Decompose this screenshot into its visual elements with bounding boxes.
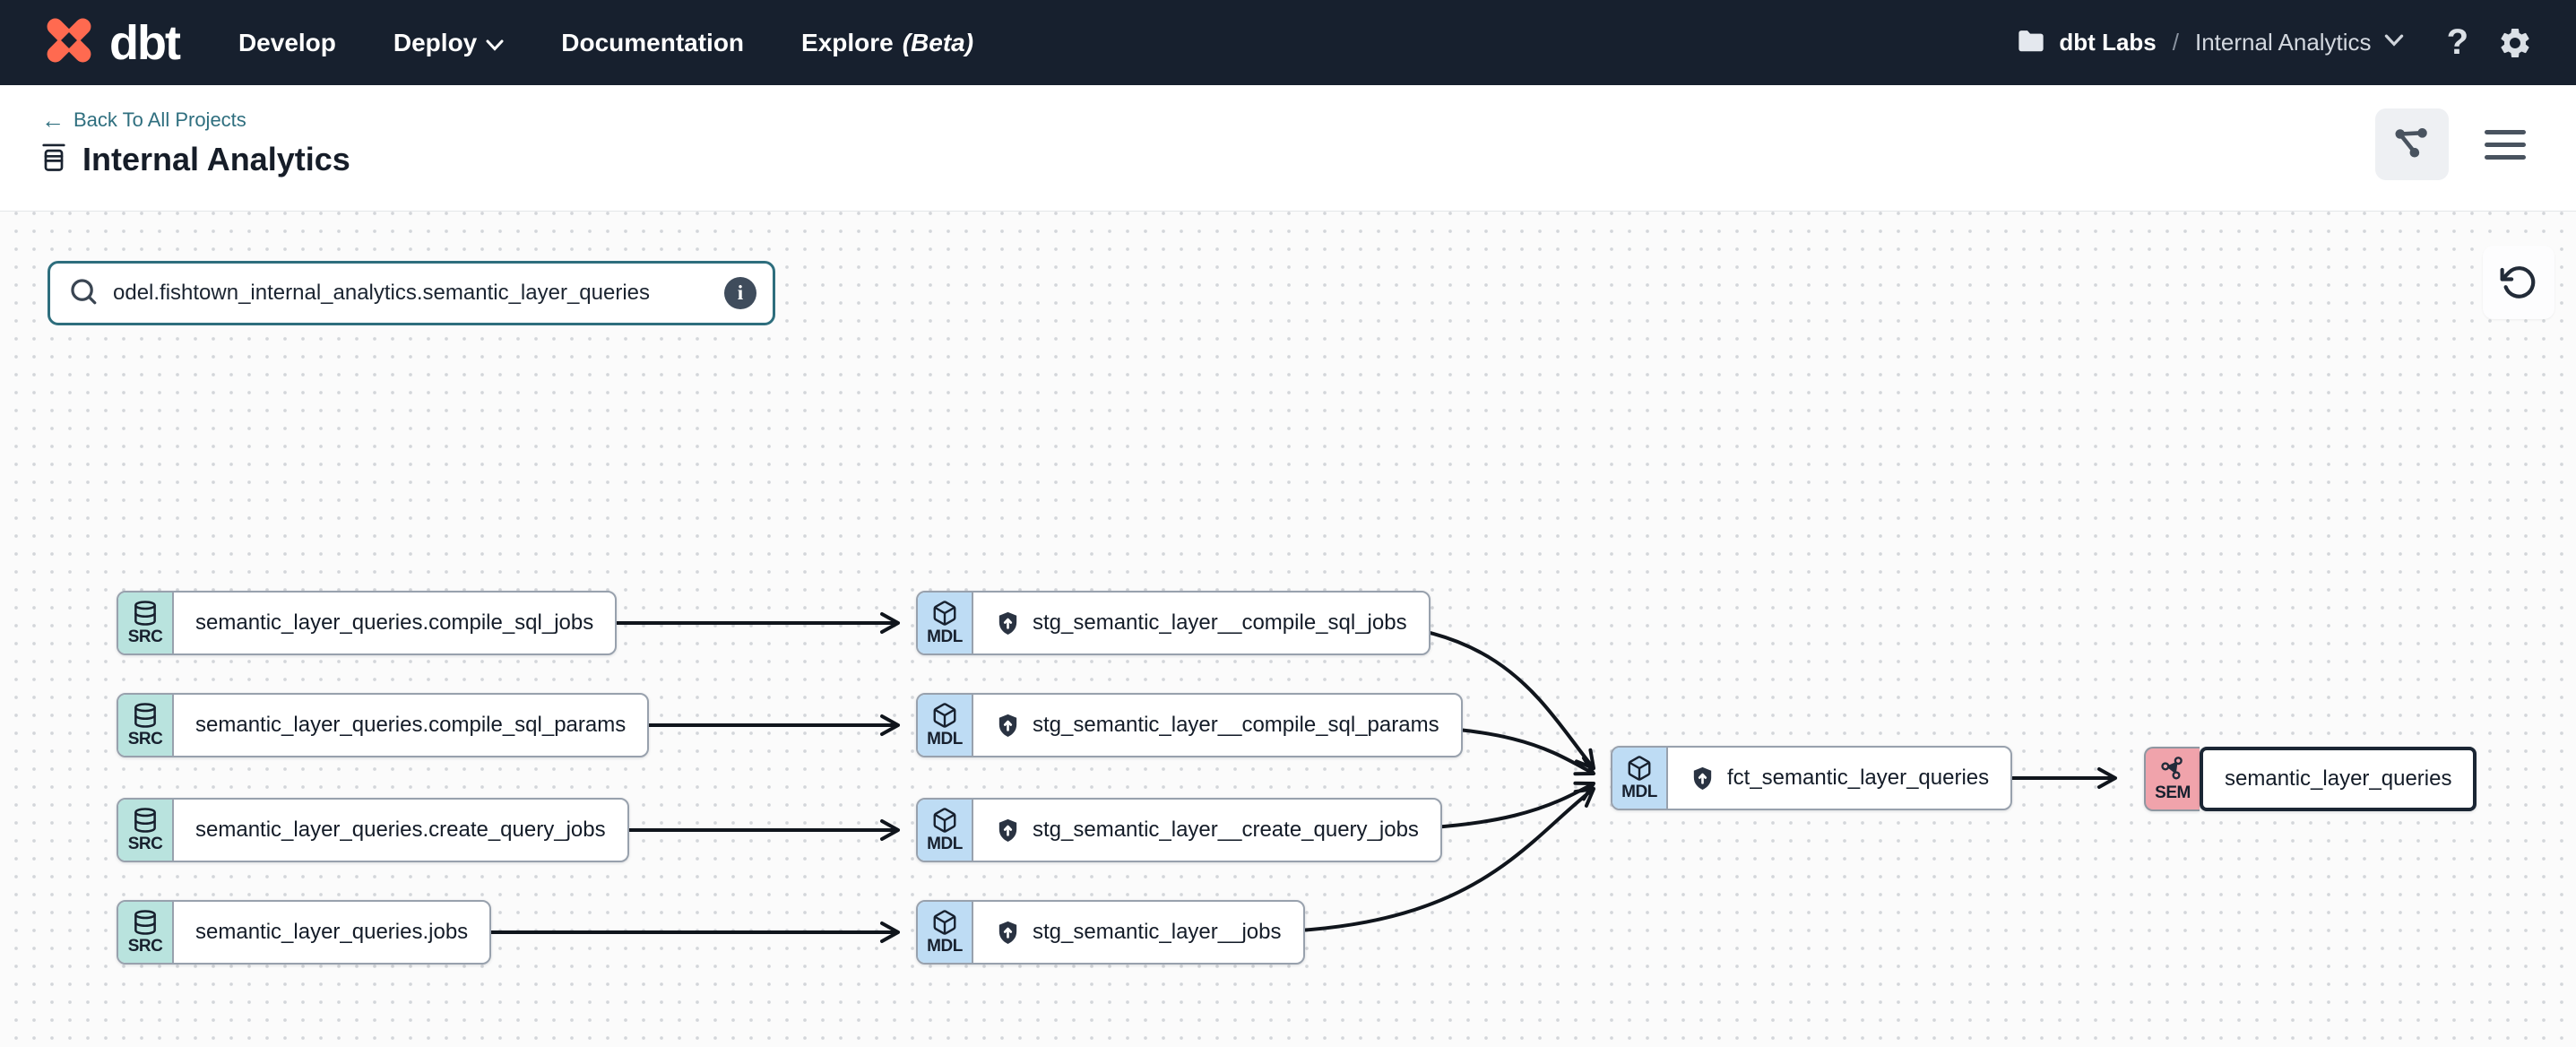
page-title: Internal Analytics [82, 141, 350, 177]
shield-icon [1690, 766, 1716, 792]
nav-item-deploy[interactable]: Deploy [393, 29, 504, 57]
lineage-node-source[interactable]: SRC semantic_layer_queries.compile_sql_j… [117, 591, 618, 655]
src-badge: SRC [118, 800, 174, 861]
project-name: Internal Analytics [2195, 29, 2372, 56]
top-nav: dbt Develop Deploy Documentation Explore… [0, 0, 2576, 85]
rotate-ccw-icon [2500, 266, 2536, 299]
shield-icon [995, 610, 1021, 636]
database-icon [134, 807, 156, 833]
gear-icon[interactable] [2497, 25, 2533, 61]
nav-item-documentation[interactable]: Documentation [561, 28, 745, 56]
sem-badge: SEM [2144, 747, 2200, 811]
lineage-node-model[interactable]: MDL stg_semantic_layer__compile_sql_para… [916, 693, 1463, 757]
page-header: ← Back To All Projects Internal Analytic… [0, 85, 2576, 212]
title-row: Internal Analytics [39, 141, 350, 178]
mdl-badge: MDL [918, 593, 973, 653]
shield-icon [995, 920, 1021, 946]
lineage-node-source[interactable]: SRC semantic_layer_queries.create_query_… [117, 798, 629, 862]
node-label: stg_semantic_layer__create_query_jobs [1033, 818, 1419, 842]
shield-icon [995, 818, 1021, 844]
lineage-node-source[interactable]: SRC semantic_layer_queries.compile_sql_p… [117, 693, 650, 757]
nav-menu: Develop Deploy Documentation Explore (Be… [238, 29, 973, 57]
back-arrow-icon: ← [41, 107, 65, 134]
shield-icon [995, 713, 1021, 739]
node-label: stg_semantic_layer__compile_sql_jobs [1033, 610, 1407, 635]
edge-stg4-fct [1245, 787, 1595, 934]
mdl-badge: MDL [918, 800, 973, 861]
project-jar-icon [39, 142, 68, 178]
search-input[interactable]: odel.fishtown_internal_analytics.semanti… [113, 281, 651, 305]
nav-item-explore[interactable]: Explore (Beta) [801, 28, 974, 56]
lineage-node-semantic-selected[interactable]: SEM semantic_layer_queries [2144, 747, 2477, 811]
hamburger-menu-icon[interactable] [2479, 125, 2531, 165]
node-label: stg_semantic_layer__compile_sql_params [1033, 713, 1439, 737]
info-icon[interactable]: i [724, 277, 756, 309]
dbt-logo[interactable]: dbt [43, 14, 181, 71]
mdl-badge: MDL [918, 695, 973, 756]
chevron-down-icon [2384, 34, 2404, 51]
database-icon [134, 702, 156, 728]
folder-icon [2016, 27, 2046, 58]
src-badge: SRC [118, 902, 174, 963]
dbt-logo-icon [43, 14, 95, 71]
node-label: stg_semantic_layer__jobs [1033, 920, 1282, 944]
database-icon [134, 909, 156, 935]
header-actions [2375, 108, 2531, 180]
node-label: fct_semantic_layer_queries [1727, 766, 1990, 790]
lineage-node-model[interactable]: MDL fct_semantic_layer_queries [1611, 746, 2013, 810]
lineage-node-model[interactable]: MDL stg_semantic_layer__compile_sql_jobs [916, 591, 1431, 655]
node-label: semantic_layer_queries.compile_sql_param… [195, 713, 627, 737]
cube-icon [933, 600, 956, 626]
node-label: semantic_layer_queries.create_query_jobs [195, 818, 606, 842]
node-label: semantic_layer_queries.compile_sql_jobs [195, 610, 594, 635]
back-to-projects-link[interactable]: ← Back To All Projects [41, 107, 246, 134]
src-badge: SRC [118, 695, 174, 756]
lineage-view-button[interactable] [2375, 108, 2449, 180]
semantic-model-icon [2161, 756, 2183, 779]
lineage-graph-icon [2395, 128, 2427, 158]
beta-tag: (Beta) [902, 28, 974, 56]
mdl-badge: MDL [918, 902, 973, 963]
nav-item-develop[interactable]: Develop [238, 28, 336, 56]
lineage-canvas[interactable]: odel.fishtown_internal_analytics.semanti… [0, 212, 2576, 1047]
cube-icon [933, 909, 956, 935]
node-label: semantic_layer_queries.jobs [195, 920, 469, 944]
chevron-down-icon [486, 29, 504, 57]
org-name: dbt Labs [2059, 29, 2157, 56]
lineage-node-model[interactable]: MDL stg_semantic_layer__jobs [916, 900, 1305, 965]
cube-icon [1628, 755, 1651, 781]
lineage-node-model[interactable]: MDL stg_semantic_layer__create_query_job… [916, 798, 1442, 862]
account-breadcrumb[interactable]: dbt Labs / Internal Analytics [2016, 27, 2403, 58]
nav-right: dbt Labs / Internal Analytics ? [2016, 22, 2533, 63]
help-icon[interactable]: ? [2446, 22, 2468, 62]
brand-text: dbt [109, 15, 181, 70]
node-label: semantic_layer_queries [2225, 766, 2452, 791]
cube-icon [933, 702, 956, 728]
cube-icon [933, 807, 956, 833]
database-icon [134, 600, 156, 626]
reset-view-button[interactable] [2483, 246, 2554, 319]
search-icon [68, 276, 99, 311]
lineage-node-source[interactable]: SRC semantic_layer_queries.jobs [117, 900, 492, 965]
src-badge: SRC [118, 593, 174, 653]
lineage-search-bar[interactable]: odel.fishtown_internal_analytics.semanti… [48, 261, 775, 325]
breadcrumb-separator: / [2172, 29, 2179, 56]
mdl-badge: MDL [1612, 748, 1668, 809]
